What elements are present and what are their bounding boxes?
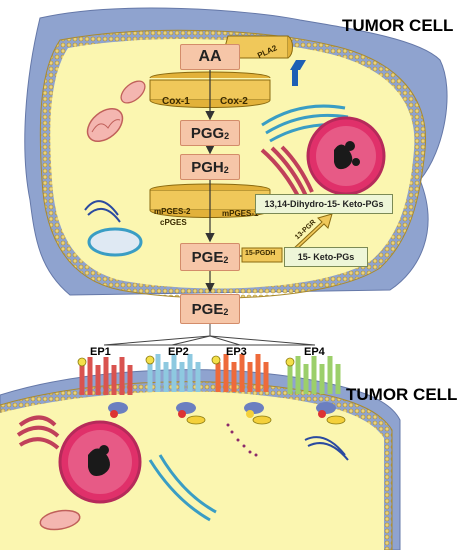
vesicle-icon	[87, 227, 143, 257]
dihydro-keto-pgs-label: 13,14-Dihydro-15- Keto-PGs	[264, 199, 384, 209]
pge2-inside-label: PGE	[191, 248, 224, 266]
cox2-label: Cox-2	[220, 96, 248, 107]
ep4-label: EP4	[304, 346, 325, 358]
pgdh-label: 15-PGDH	[245, 250, 276, 257]
top-cell-title: TUMOR CELL	[342, 16, 454, 35]
pge2-outside-subscript: 2	[223, 307, 229, 317]
pgh2-subscript: 2	[223, 165, 229, 175]
ep2-receptor	[147, 354, 201, 392]
mitochondrion-icon	[39, 509, 81, 531]
dihydro-keto-pgs-box: 13,14-Dihydro-15- Keto-PGs	[255, 194, 393, 214]
g-protein-icons	[108, 402, 336, 418]
keto-pgs-box: 15- Keto-PGs	[284, 247, 368, 267]
pgdh-bar	[241, 247, 283, 263]
bottom-cell-title: TUMOR CELL	[346, 385, 458, 404]
pge2-outside-label: PGE	[191, 300, 224, 318]
mitochondrion-icon	[86, 107, 124, 143]
vesicle-trail	[226, 423, 258, 457]
pgh2-label: PGH	[191, 158, 224, 176]
pgg2-subscript: 2	[224, 131, 230, 141]
receptor-branch-lines	[103, 324, 316, 346]
ep2-label: EP2	[168, 346, 189, 358]
nucleus-icon	[306, 116, 386, 196]
dna-strand-icon	[304, 436, 349, 461]
aa-box: AA	[180, 44, 240, 70]
nucleus-icon	[58, 420, 142, 504]
effector-icons	[186, 415, 346, 425]
aa-label: AA	[198, 48, 222, 65]
mpges1-label: mPGES-1	[222, 209, 259, 218]
ep4-receptor	[287, 356, 341, 394]
golgi-apparatus-icon	[148, 454, 217, 522]
pgg2-label: PGG	[190, 124, 225, 142]
ep1-label: EP1	[90, 346, 111, 358]
pge2-inside-subscript: 2	[223, 255, 229, 265]
ligand-icons	[77, 355, 295, 367]
cpges-label: cPGES	[160, 218, 187, 227]
cox1-label: Cox-1	[162, 96, 190, 107]
dna-strand-icon	[84, 200, 121, 223]
ep1-receptor	[79, 357, 133, 395]
mitochondrion-icon	[120, 80, 146, 104]
ep3-label: EP3	[226, 346, 247, 358]
mpges2-label: mPGES-2	[154, 207, 191, 216]
membrane-receptor-icon	[290, 60, 306, 86]
ep3-receptor	[215, 354, 269, 392]
endoplasmic-reticulum-icon	[16, 415, 60, 450]
keto-pgs-label: 15- Keto-PGs	[297, 252, 355, 262]
